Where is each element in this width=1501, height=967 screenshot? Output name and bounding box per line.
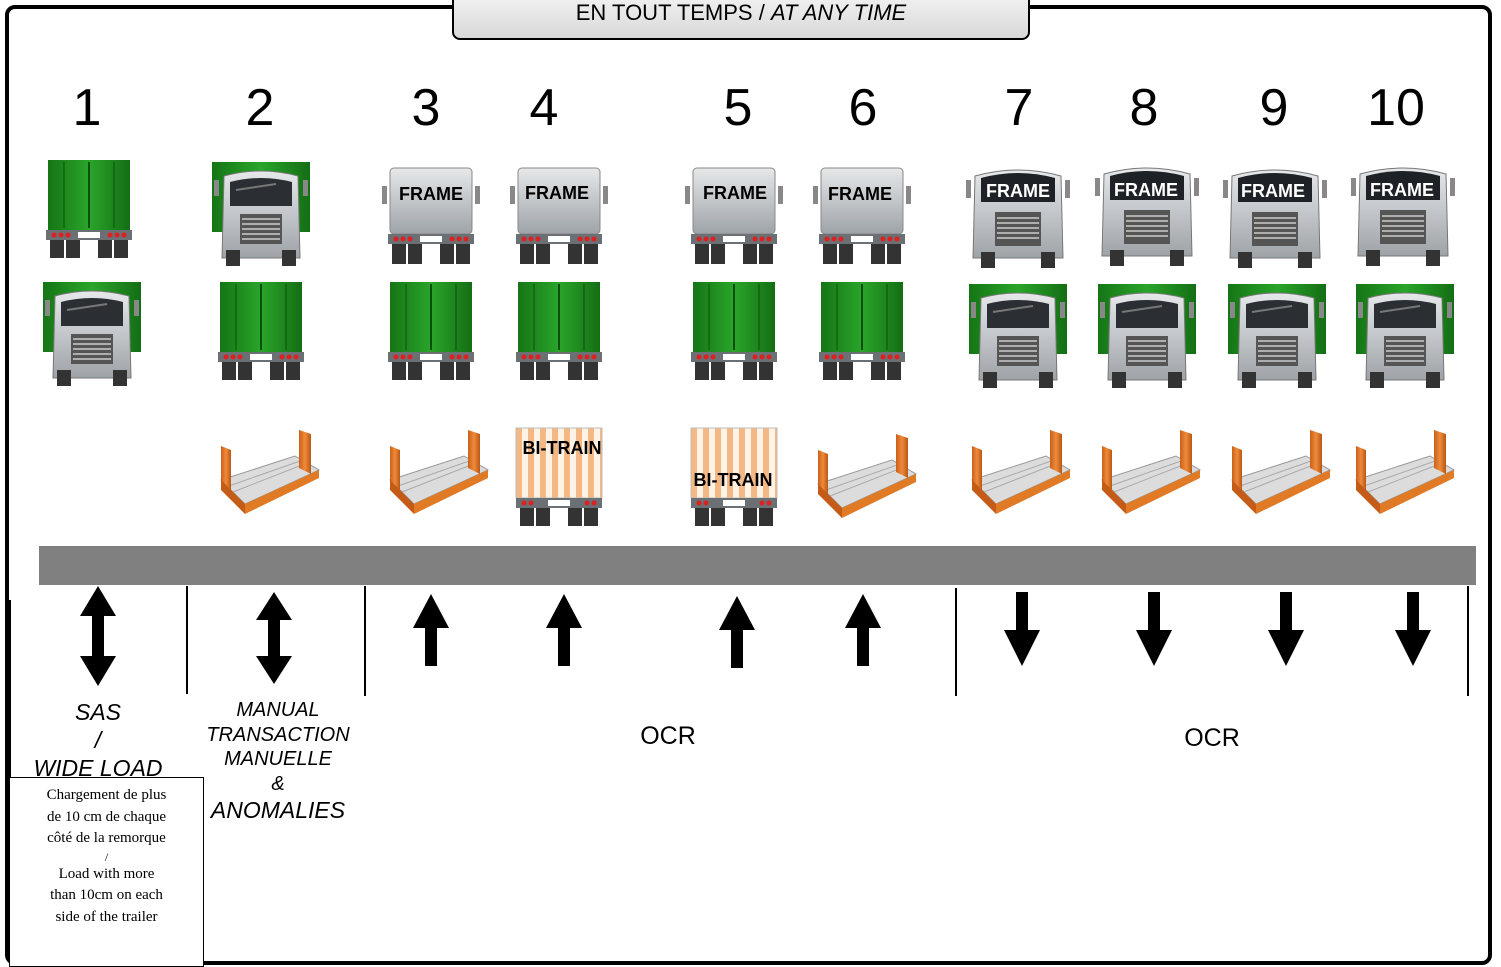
flat-container-icon: [1226, 416, 1336, 526]
frame-truck-front-icon: [1092, 160, 1202, 270]
bitrain-label: BI-TRAIN: [686, 470, 780, 491]
lane-divider: [364, 586, 366, 696]
flat-container-icon: [215, 416, 325, 526]
lane-number-10: 10: [1336, 78, 1456, 138]
sas-note-line: Load with more: [10, 864, 203, 886]
green-truck-front-icon: [37, 280, 147, 390]
flat-container-icon: [1350, 416, 1460, 526]
title-en: AT ANY TIME: [771, 0, 906, 25]
frame-label: FRAME: [813, 184, 907, 205]
frame-truck-front-icon: [963, 162, 1073, 272]
sas-note-line: de 10 cm de chaque: [10, 807, 203, 829]
lane-number-8: 8: [1084, 78, 1204, 138]
sas-label-line: /: [18, 726, 178, 754]
lane-number-5: 5: [678, 78, 798, 138]
green-trailer-rear-icon: [679, 280, 789, 390]
sas-note-line: /: [10, 850, 203, 864]
green-truck-front-icon: [1092, 282, 1202, 392]
lane-divider: [955, 588, 957, 696]
down-arrow-icon: [1003, 592, 1041, 666]
manual-label-line: MANUAL: [192, 698, 364, 723]
flat-container-icon: [1096, 416, 1206, 526]
manual-label-line: ANOMALIES: [192, 798, 364, 823]
green-trailer-rear-icon: [376, 280, 486, 390]
lane-number-9: 9: [1214, 78, 1334, 138]
frame-label: FRAME: [1099, 180, 1193, 201]
frame-label: FRAME: [510, 183, 604, 204]
up-arrow-icon: [545, 594, 583, 666]
manual-label-line: &: [192, 772, 364, 797]
ocr-inbound-label: OCR: [618, 722, 718, 751]
sas-label-line: SAS: [18, 698, 178, 726]
road-band: [39, 546, 1476, 585]
green-trailer-rear-icon: [34, 158, 144, 268]
down-arrow-icon: [1267, 592, 1305, 666]
title-tab: EN TOUT TEMPS / AT ANY TIME: [452, 0, 1030, 40]
frame-label: FRAME: [384, 184, 478, 205]
sas-note-line: side of the trailer: [10, 907, 203, 929]
flat-container-icon: [384, 416, 494, 526]
frame-trailer-rear-icon: [376, 164, 486, 274]
lane-number-3: 3: [366, 78, 486, 138]
sas-note-box: Chargement de plus de 10 cm de chaque cô…: [9, 777, 204, 967]
down-arrow-icon: [1394, 592, 1432, 666]
flat-container-icon: [812, 420, 922, 530]
frame-truck-front-icon: [1348, 160, 1458, 270]
manual-label: MANUAL TRANSACTION MANUELLE & ANOMALIES: [192, 698, 364, 823]
green-truck-front-icon: [1350, 282, 1460, 392]
frame-trailer-rear-icon: [504, 164, 614, 274]
up-arrow-icon: [412, 594, 450, 666]
manual-label-line: TRANSACTION: [192, 723, 364, 748]
sas-note-line: than 10cm on each: [10, 885, 203, 907]
sas-label: SAS / WIDE LOAD: [18, 698, 178, 782]
lane-number-1: 1: [27, 78, 147, 138]
frame-trailer-rear-icon: [807, 164, 917, 274]
green-truck-front-icon: [1222, 282, 1332, 392]
lane-number-6: 6: [803, 78, 923, 138]
ocr-outbound-label: OCR: [1162, 724, 1262, 753]
lane-number-2: 2: [200, 78, 320, 138]
lane-divider: [1467, 586, 1469, 696]
frame-trailer-rear-icon: [679, 164, 789, 274]
frame-label: FRAME: [1355, 180, 1449, 201]
frame-label: FRAME: [971, 181, 1065, 202]
frame-label: FRAME: [688, 183, 782, 204]
down-arrow-icon: [1135, 592, 1173, 666]
lane-divider: [9, 600, 11, 780]
green-trailer-rear-icon: [504, 280, 614, 390]
title-fr: EN TOUT TEMPS /: [576, 0, 771, 25]
green-truck-front-icon: [963, 282, 1073, 392]
up-arrow-icon: [844, 594, 882, 666]
green-trailer-rear-icon: [206, 280, 316, 390]
up-arrow-icon: [718, 596, 756, 668]
lane-divider: [186, 586, 188, 694]
frame-truck-front-icon: [1220, 162, 1330, 272]
lane-number-7: 7: [959, 78, 1079, 138]
lane-number-4: 4: [484, 78, 604, 138]
frame-label: FRAME: [1226, 181, 1320, 202]
manual-label-line: MANUELLE: [192, 747, 364, 772]
sas-note-line: côté de la remorque: [10, 828, 203, 850]
green-truck-front-icon: [206, 160, 316, 270]
sas-note-line: Chargement de plus: [10, 785, 203, 807]
double-arrow-icon: [254, 592, 294, 684]
double-arrow-icon: [78, 586, 118, 686]
flat-container-icon: [966, 416, 1076, 526]
bitrain-label: BI-TRAIN: [515, 438, 609, 459]
green-trailer-rear-icon: [807, 280, 917, 390]
